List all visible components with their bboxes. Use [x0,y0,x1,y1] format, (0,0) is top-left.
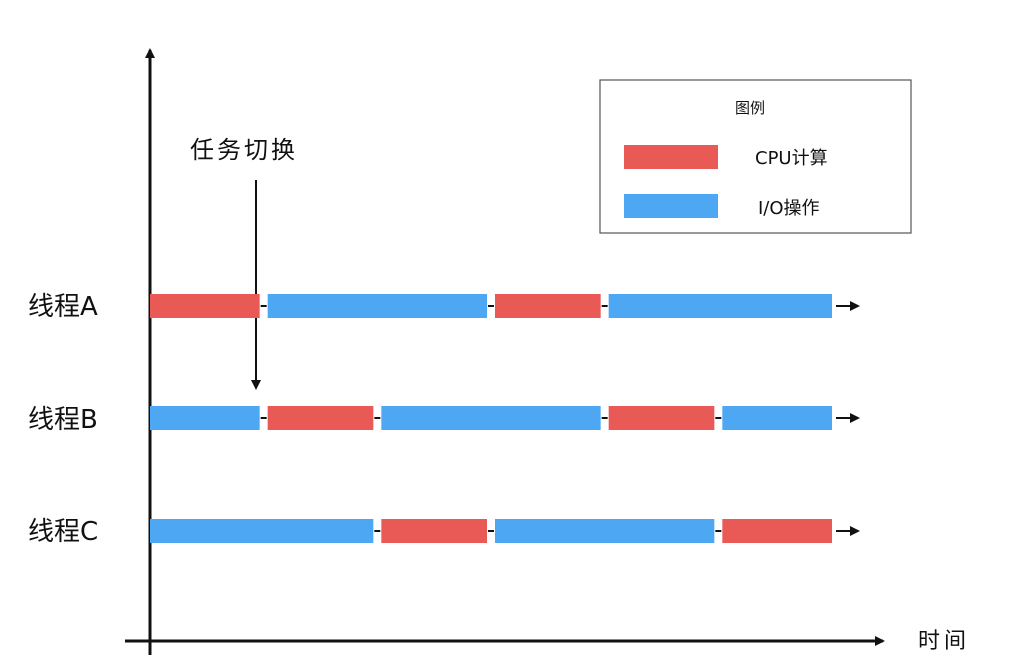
thread-label-b: 线程B [28,405,98,435]
legend-label-cpu: CPU计算 [755,148,828,169]
legend: 图例 CPU计算 I/O操作 [599,79,912,234]
segment-cpu [608,406,715,430]
segment-io [150,519,374,543]
task-switch-label: 任务切换 [190,136,298,164]
segment-io [608,294,832,318]
segment-io [495,519,715,543]
segment-cpu [722,519,832,543]
segment-io [267,294,487,318]
segment-io [381,406,601,430]
thread-rows: 线程A 线程B 线程C [28,292,860,547]
segment-cpu [150,294,260,318]
thread-label-c: 线程C [28,517,98,547]
segment-cpu [267,406,374,430]
x-axis-label: 时间 [918,629,970,654]
legend-title: 图例 [735,99,765,117]
legend-label-io: I/O操作 [758,198,820,219]
segment-io [150,406,260,430]
segment-io [722,406,832,430]
segment-cpu [495,294,601,318]
legend-swatch-cpu [624,145,718,169]
segment-cpu [381,519,487,543]
legend-swatch-io [624,194,718,218]
thread-label-a: 线程A [28,292,98,322]
